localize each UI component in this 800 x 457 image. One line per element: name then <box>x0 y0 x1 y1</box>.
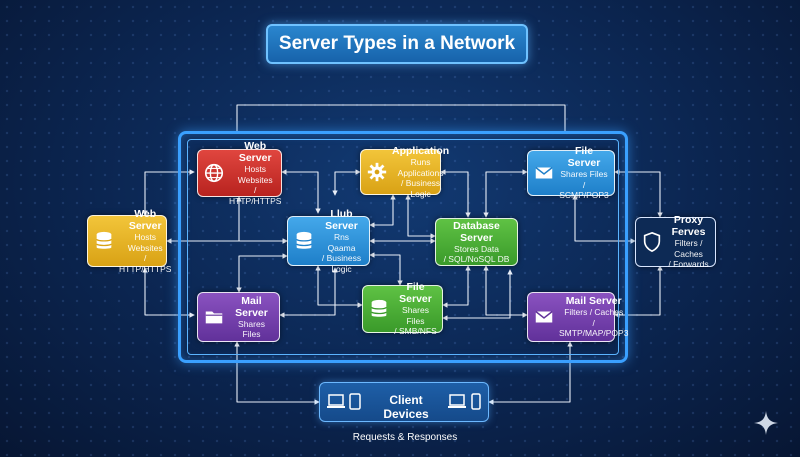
laptop-icon <box>448 394 466 408</box>
node-title: Web Server <box>128 208 162 232</box>
client-devices-label: Client Devices <box>383 393 429 421</box>
database-icon <box>371 299 387 317</box>
node-desc-2: / Forwards <box>668 259 709 270</box>
link-mailleft-filemid <box>279 267 338 318</box>
node-desc-2: / HTTP/HTTPS <box>119 253 172 274</box>
shield-icon <box>643 231 661 253</box>
node-desc-2: / Business Logic <box>400 178 441 199</box>
link-hub-filemid-2 <box>369 252 403 286</box>
gear-icon <box>367 162 387 182</box>
network-frame-inner <box>187 139 619 355</box>
node-title: File Server <box>399 281 432 306</box>
node-desc: Filters / Caches <box>674 238 703 259</box>
tablet-icon <box>349 393 361 410</box>
node-title: Web Server <box>238 140 272 164</box>
link-proxy-filetop <box>614 169 663 218</box>
link-webleft-webtop <box>142 169 195 216</box>
node-hub-server[interactable]: Llub Server Rns Qaama / Business Logic <box>287 208 370 274</box>
link-proxy-database <box>572 194 636 244</box>
node-database-server[interactable]: Database Server Stores Data / SQL/NoSQL … <box>435 218 518 266</box>
link-filemid-mailright <box>442 269 513 321</box>
link-app-hub <box>369 194 396 228</box>
node-title: Proxy Ferves <box>671 214 706 239</box>
node-desc: Hosts Websites <box>237 164 273 185</box>
node-desc-2: / SQL/NoSQL DB <box>443 254 510 264</box>
folder-icon <box>205 311 223 324</box>
database-icon <box>296 231 312 249</box>
link-top-bracket <box>236 104 566 131</box>
node-title: Mail Server <box>565 295 622 308</box>
node-file-server-mid[interactable]: File Server Shares Files / SMB/NFS <box>362 281 443 336</box>
link-webtop-hub <box>281 169 321 214</box>
page-title: Server Types in a Network <box>266 24 528 64</box>
node-title: Llub Server <box>325 208 358 232</box>
link-proxy-mailright <box>614 265 663 318</box>
client-devices[interactable]: Client Devices <box>319 382 489 422</box>
link-filetop-database <box>483 169 528 218</box>
link-app-webtop <box>332 169 361 196</box>
node-title: Application <box>392 145 450 157</box>
node-application[interactable]: Application Runs Applications / Business… <box>360 145 449 199</box>
node-mail-server-right[interactable]: Mail Server Filters / Caches / SMTP/MAP/… <box>527 292 628 342</box>
node-proxy-server[interactable]: Proxy Ferves Filters / Caches / Forwards <box>635 214 716 270</box>
node-desc-2: / SMB/NFS <box>394 326 437 337</box>
node-desc-2: / SCMP/POP3 <box>559 179 609 201</box>
node-web-server-left[interactable]: Web Server Hosts Websites / HTTP/HTTPS <box>87 208 171 274</box>
node-desc: Shares Files <box>238 318 265 340</box>
network-frame <box>178 131 628 363</box>
node-web-server-top[interactable]: Web Server Hosts Websites / HTTP/HTTPS <box>197 140 282 206</box>
database-icon <box>96 231 112 249</box>
node-title: File Server <box>567 145 601 170</box>
node-desc-2: / HTTP/HTTPS <box>229 185 282 206</box>
requests-responses-label: Requests & Responses <box>352 432 458 443</box>
node-desc: Runs Applications <box>397 157 444 178</box>
link-app-database-2 <box>405 194 436 239</box>
link-mailleft-hub <box>236 253 288 293</box>
laptop-icon <box>327 394 345 408</box>
node-desc: Stores Data <box>454 243 499 254</box>
node-desc: Shares Files <box>402 305 429 326</box>
link-webtop-hub-2 <box>236 196 288 244</box>
envelope-icon <box>535 166 553 179</box>
node-desc: Filters / Caches <box>564 307 624 318</box>
sparkle-icon <box>754 411 778 435</box>
link-app-database <box>440 169 471 218</box>
node-title: Mail Server <box>235 294 268 319</box>
node-desc: Hosts Websites <box>127 232 163 253</box>
node-desc: Rns Qaama <box>327 232 356 253</box>
node-file-server-top[interactable]: File Server Shares Files / SCMP/POP3 <box>527 145 615 200</box>
node-desc-2: / SMTP/MAP/POP3 <box>559 317 629 339</box>
envelope-icon <box>535 310 553 323</box>
globe-icon <box>204 163 224 183</box>
node-desc-2: / Business Logic <box>321 253 362 274</box>
link-webleft-mailleft <box>142 267 195 318</box>
node-desc: Shares Files <box>560 169 608 180</box>
node-mail-server-left[interactable]: Mail Server Shares Files <box>197 292 280 342</box>
node-title: Database Server <box>453 219 500 244</box>
phone-icon <box>471 393 481 410</box>
